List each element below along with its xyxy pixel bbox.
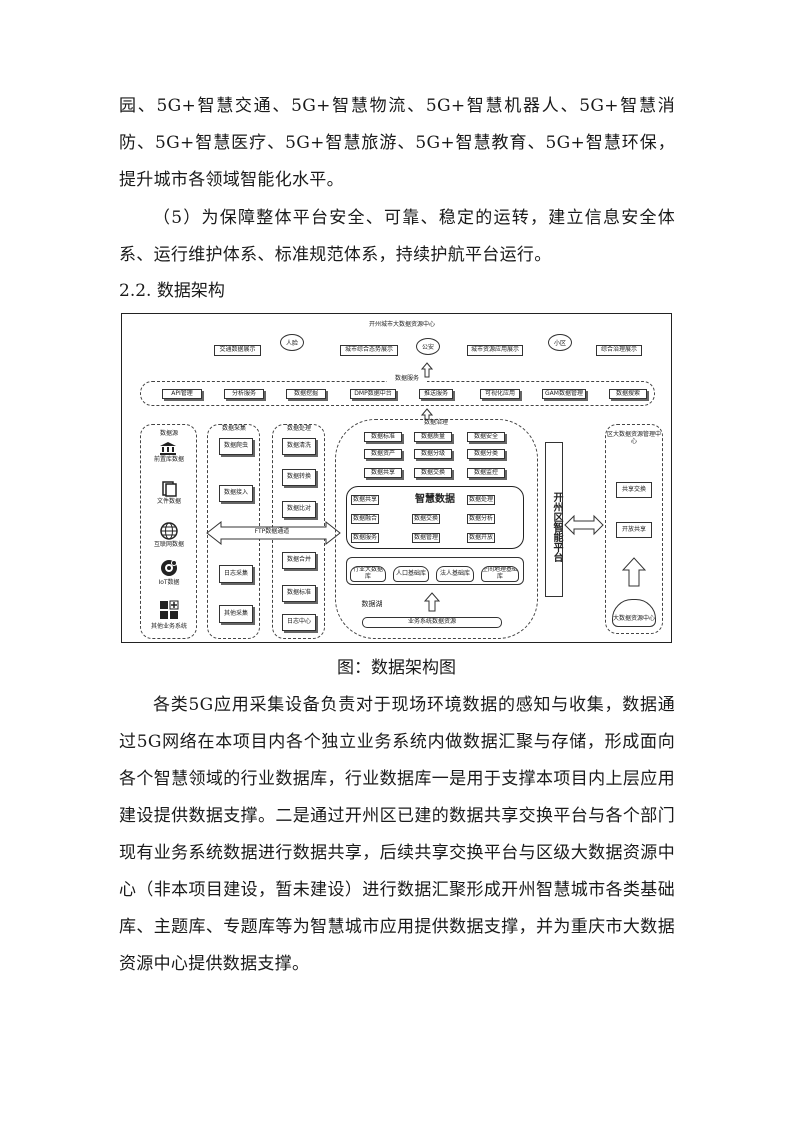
service-item: 分析服务 [224,389,264,399]
up-arrow-icon [622,557,646,587]
globe-icon [160,522,178,540]
top-app-box: 城市综合态势展示 [340,345,398,356]
data-lake-label: 数据湖 [361,600,383,608]
sources-title: 数据源 [159,430,178,437]
top-app-box: 城市资源应用展示 [467,345,523,356]
exchange-platform [545,442,563,597]
governance-item: 数据资产 [364,449,402,459]
iot-icon [160,559,178,577]
service-item: 数据挖掘 [286,389,326,399]
core-item: 数据服务 [351,533,379,543]
core-item: 数据处理 [467,495,495,505]
resource-item: 开放共享 [616,522,652,538]
ftp-channel-label: FTP数据通道 [237,528,307,536]
process-item: 日志中心 [282,614,316,631]
service-item: API管理 [162,389,202,399]
process-item: 数据合并 [282,552,316,569]
document-icon [161,481,177,497]
source-label: 文件数据 [156,498,181,505]
service-item: 推送服务 [419,389,453,399]
resource-center-title: 区大数据资源管理中心 [607,431,662,445]
data-architecture-diagram: 开州城市大数据资源中心 人脸 公安 小区 交通数据展示 城市综合态势展示 城市资… [121,313,672,643]
service-label: 数据服务 [387,375,427,383]
core-item: 数据分析 [467,514,495,524]
governance-title: 数据治理 [418,419,454,427]
diagram-top-title: 开州城市大数据资源中心 [368,321,435,328]
process-item: 数据转换 [282,469,316,486]
core-item: 数据融合 [351,514,379,524]
process-item: 数据标准 [282,585,316,602]
up-arrow-icon [421,362,433,378]
section-heading: 2.2. 数据架构 [119,281,225,301]
service-item: 可视化应用 [480,389,520,399]
collect-item: 数据接入 [219,485,253,502]
service-item: GAM数据管理 [542,389,586,399]
bank-icon [159,440,177,455]
governance-item: 数据分类 [467,449,505,459]
source-label: 其他业务系统 [150,623,187,630]
paragraph-intro: 园、5G+智慧交通、5G+智慧物流、5G+智慧机器人、5G+智慧消防、5G+智慧… [119,96,675,190]
governance-item: 数据质量 [414,432,452,442]
resource-item: 共享交换 [616,482,652,498]
service-item: DMP数据中台 [350,389,396,399]
circle-node: 小区 [548,334,572,351]
database-cylinder: 行业大数据库 [350,566,386,582]
source-label: 前置库数据 [153,456,184,463]
collect-title: 数据采集 [221,425,246,432]
top-app-box: 综合治理展示 [596,345,642,356]
governance-item: 数据分级 [414,449,452,459]
figure-caption: 图：数据架构图 [337,658,456,678]
source-label: IoT数据 [158,579,180,586]
collect-item: 日志采集 [219,565,253,583]
source-label: 互联网数据 [153,541,184,548]
service-item: 数据搜索 [609,389,647,399]
collect-item: 数据爬虫 [219,438,253,455]
collect-item: 其他采集 [219,605,253,623]
process-item: 数据清洗 [282,438,316,455]
governance-panel [335,419,538,639]
governance-item: 数据共享 [364,468,402,478]
governance-item: 数据标准 [364,432,402,442]
exchange-platform-label: 开州区智能平台 [551,492,562,562]
resource-db-cylinder: 大数据资源中心 [612,599,656,627]
grid-icon [159,600,179,620]
core-item: 数据开放 [467,533,495,543]
business-source-bar: 业务系统数据资源 [362,617,502,628]
smart-data-title: 智慧数据 [415,494,455,505]
governance-item: 数据监控 [467,468,505,478]
database-cylinder: 法人基础库 [436,566,474,582]
governance-item: 数据安全 [467,432,505,442]
circle-node: 人脸 [280,334,304,351]
governance-item: 数据交换 [414,468,452,478]
database-cylinder: 人口基础库 [393,566,429,582]
resource-center-panel [605,424,663,634]
top-app-box: 交通数据展示 [214,345,261,356]
double-arrow-icon [564,514,604,536]
database-group [346,557,524,585]
paragraph-description: 各类5G应用采集设备负责对于现场环境数据的感知与收集，数据通过5G网络在本项目内… [119,695,675,974]
up-arrow-icon [424,592,440,612]
sources-panel [140,424,197,639]
circle-node: 公安 [416,338,440,355]
database-cylinder: 空间地理基础库 [481,566,519,582]
core-item: 数据管理 [412,533,440,543]
process-item: 数据比对 [282,501,316,518]
paragraph-security: （5）为保障整体平台安全、可靠、稳定的运转，建立信息安全体系、运行维护体系、标准… [119,208,675,265]
core-item: 数据交换 [412,514,440,524]
core-item: 数据共享 [351,495,379,505]
smart-data-core [346,486,524,549]
process-title: 数据处理 [286,425,311,432]
